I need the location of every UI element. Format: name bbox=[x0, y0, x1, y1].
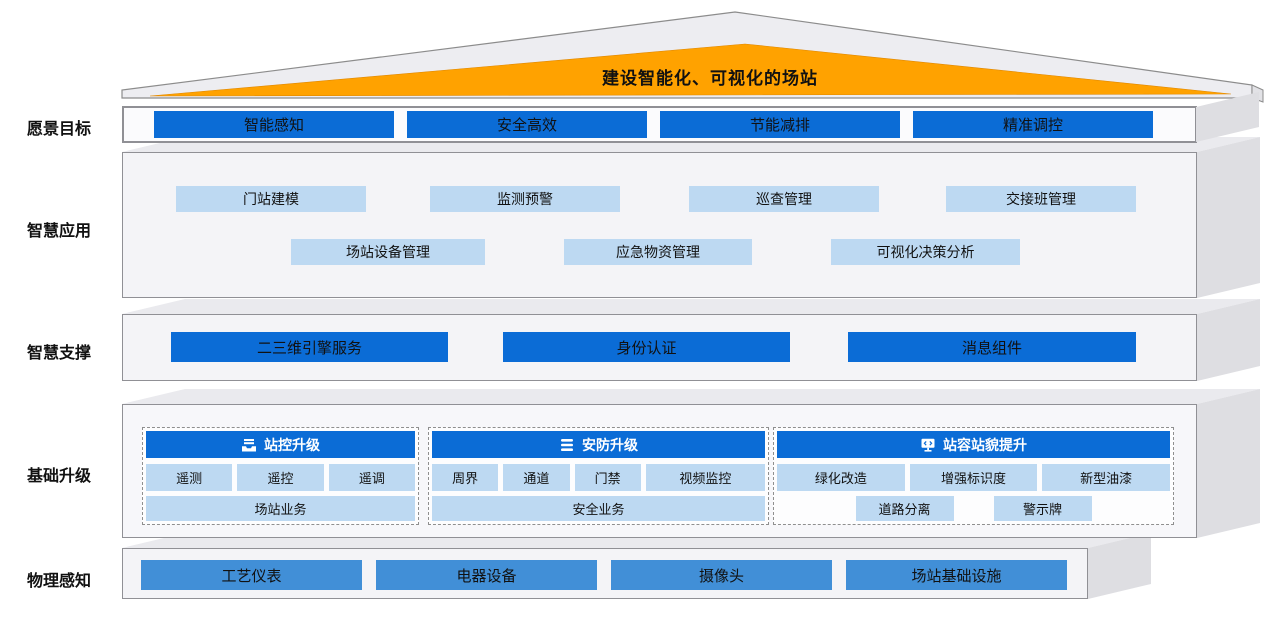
layer-label-vision: 愿景目标 bbox=[27, 121, 92, 138]
group-security-upgrade: 安防升级 周界 通道 门禁 视频监控 安全业务 bbox=[428, 427, 769, 525]
layer-physical-side bbox=[1088, 533, 1151, 599]
roof-front-triangle bbox=[149, 43, 1232, 97]
upgrade-cell: 增强标识度 bbox=[909, 464, 1038, 491]
roof-shape bbox=[121, 11, 1264, 103]
inbox-icon bbox=[241, 437, 257, 453]
physical-item-1: 工艺仪表 bbox=[141, 560, 362, 590]
roof-right-cap bbox=[1251, 84, 1264, 103]
vision-item-1: 智能感知 bbox=[154, 111, 394, 138]
group-station-appearance: 站容站貌提升 绿化改造 增强标识度 新型油漆 道路分离 警示牌 bbox=[773, 427, 1174, 525]
monitor-code-icon bbox=[920, 437, 936, 453]
group-security-upgrade-title: 安防升级 bbox=[582, 436, 638, 453]
group-station-appearance-title: 站容站貌提升 bbox=[943, 436, 1027, 453]
physical-item-4: 场站基础设施 bbox=[846, 560, 1067, 590]
layer-support-top bbox=[122, 299, 1260, 314]
support-item-1: 二三维引擎服务 bbox=[171, 332, 448, 362]
roof: 建设智能化、可视化的场站 bbox=[118, 6, 1270, 106]
upgrade-cell: 周界 bbox=[432, 464, 499, 491]
upgrade-cell: 门禁 bbox=[574, 464, 641, 491]
upgrade-cell: 新型油漆 bbox=[1042, 464, 1171, 491]
layer-support: 二三维引擎服务 身份认证 消息组件 bbox=[122, 314, 1197, 381]
layer-apps-side bbox=[1197, 137, 1260, 298]
upgrade-footer-cell: 安全业务 bbox=[432, 496, 765, 521]
layer-physical: 工艺仪表 电器设备 摄像头 场站基础设施 bbox=[122, 548, 1088, 599]
layer-vision: 智能感知 安全高效 节能减排 精准调控 bbox=[122, 106, 1197, 143]
layer-label-apps: 智慧应用 bbox=[27, 223, 92, 240]
group-station-control: 站控升级 遥测 遥控 遥调 场站业务 bbox=[142, 427, 419, 525]
group-station-appearance-header: 站容站貌提升 bbox=[777, 431, 1170, 458]
support-item-3: 消息组件 bbox=[848, 332, 1136, 362]
layer-upgrade-side bbox=[1197, 389, 1260, 538]
layer-apps: 门站建模 监测预警 巡查管理 交接班管理 场站设备管理 应急物资管理 可视化决策… bbox=[122, 152, 1197, 298]
group-station-control-title: 站控升级 bbox=[264, 436, 320, 453]
physical-item-3: 摄像头 bbox=[611, 560, 832, 590]
upgrade-cell: 遥调 bbox=[328, 464, 415, 491]
layer-support-side bbox=[1197, 299, 1260, 381]
roof-title: 建设智能化、可视化的场站 bbox=[602, 69, 818, 88]
upgrade-cell: 视频监控 bbox=[645, 464, 765, 491]
vision-item-4: 精准调控 bbox=[913, 111, 1153, 138]
app-item-3: 巡查管理 bbox=[689, 186, 879, 212]
physical-item-2: 电器设备 bbox=[376, 560, 597, 590]
support-item-2: 身份认证 bbox=[503, 332, 790, 362]
group-security-upgrade-header: 安防升级 bbox=[432, 431, 765, 458]
app-item-1: 门站建模 bbox=[176, 186, 366, 212]
layer-upgrade: 站控升级 遥测 遥控 遥调 场站业务 bbox=[122, 404, 1197, 538]
app-item-5: 场站设备管理 bbox=[291, 239, 485, 265]
upgrade-cell: 绿化改造 bbox=[777, 464, 905, 491]
layer-upgrade-top bbox=[122, 389, 1260, 404]
vision-item-3: 节能减排 bbox=[660, 111, 900, 138]
app-item-6: 应急物资管理 bbox=[564, 239, 752, 265]
app-item-4: 交接班管理 bbox=[946, 186, 1136, 212]
upgrade-cell: 警示牌 bbox=[993, 496, 1092, 521]
upgrade-cell: 通道 bbox=[503, 464, 570, 491]
vision-item-2: 安全高效 bbox=[407, 111, 647, 138]
app-item-2: 监测预警 bbox=[430, 186, 620, 212]
layer-label-physical: 物理感知 bbox=[27, 573, 92, 590]
group-station-control-header: 站控升级 bbox=[146, 431, 415, 458]
app-item-7: 可视化决策分析 bbox=[831, 239, 1020, 265]
upgrade-cell: 遥控 bbox=[237, 464, 324, 491]
layer-label-upgrade: 基础升级 bbox=[27, 468, 92, 485]
upgrade-cell: 道路分离 bbox=[855, 496, 954, 521]
layers-icon bbox=[559, 437, 575, 453]
layer-label-support: 智慧支撑 bbox=[27, 345, 92, 362]
upgrade-cell: 遥测 bbox=[146, 464, 233, 491]
upgrade-footer-cell: 场站业务 bbox=[146, 496, 415, 521]
